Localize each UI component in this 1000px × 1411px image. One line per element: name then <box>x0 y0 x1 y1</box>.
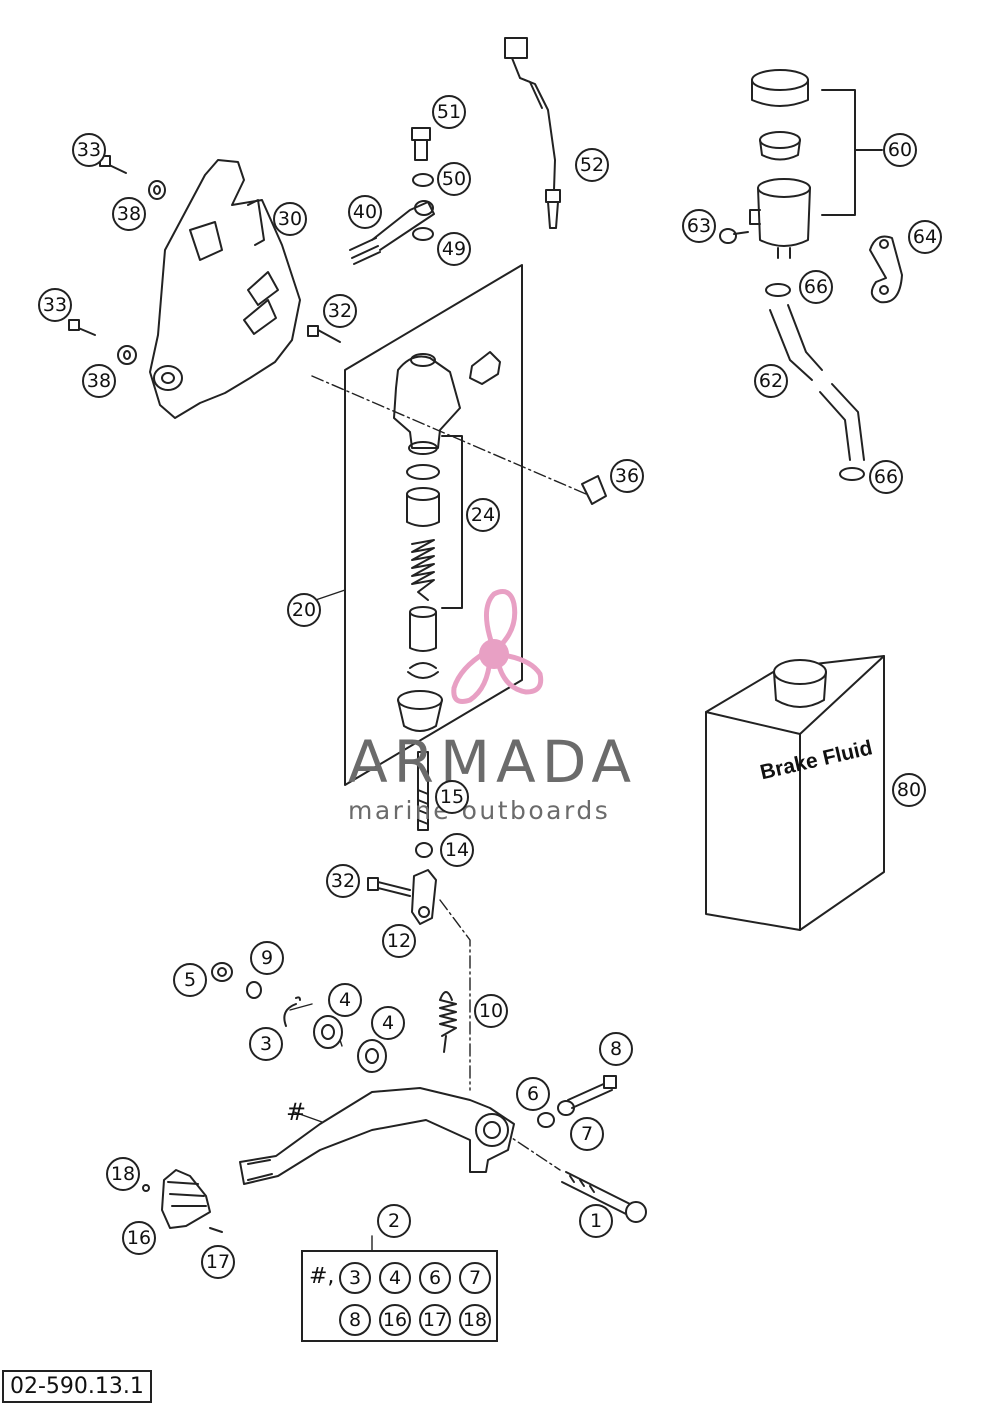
callout-62: 62 <box>754 364 788 398</box>
kit-item: 4 <box>379 1262 411 1294</box>
drawing-code: 02-590.13.1 <box>2 1370 152 1403</box>
callout-52: 52 <box>575 148 609 182</box>
callout-24: 24 <box>466 498 500 532</box>
hose-62 <box>765 283 865 481</box>
callout-16: 16 <box>122 1221 156 1255</box>
brake-pedal-lever <box>239 1087 515 1185</box>
bearing-4a <box>313 1015 343 1049</box>
washer-38-lower <box>117 345 137 365</box>
circlip <box>407 662 439 679</box>
callout-5: 5 <box>173 963 207 997</box>
clevis-12 <box>411 869 437 925</box>
callout-20: 20 <box>287 593 321 627</box>
callout-38-lower: 38 <box>82 364 116 398</box>
washer-38-upper <box>148 180 166 200</box>
callout-32-upper: 32 <box>323 294 357 328</box>
callout-9: 9 <box>250 941 284 975</box>
callout-3: 3 <box>249 1027 283 1061</box>
bolt-63 <box>719 228 749 244</box>
callout-15: 15 <box>435 780 469 814</box>
bolt-1 <box>561 1171 647 1223</box>
callout-63: 63 <box>682 209 716 243</box>
kit-item: 6 <box>419 1262 451 1294</box>
lever-mark: # <box>286 1098 307 1126</box>
kit-contents-box: #, 3 4 6 7 8 16 17 18 <box>301 1250 498 1342</box>
callout-33-upper: 33 <box>72 133 106 167</box>
pedal-step <box>161 1169 211 1229</box>
watermark-tagline: marine outboards <box>348 796 611 825</box>
callout-36: 36 <box>610 459 644 493</box>
bolt-32-upper <box>307 325 341 343</box>
seal-ring <box>406 464 440 480</box>
nut-14 <box>415 842 433 858</box>
callout-7: 7 <box>570 1117 604 1151</box>
boot <box>397 690 443 732</box>
bolt-32-lower <box>367 877 411 897</box>
callout-17: 17 <box>201 1245 235 1279</box>
banjo-fitting <box>349 127 435 265</box>
callout-18: 18 <box>106 1157 140 1191</box>
callout-60: 60 <box>883 133 917 167</box>
callout-50: 50 <box>437 162 471 196</box>
frame-guard-part <box>149 159 301 419</box>
return-spring <box>439 991 457 1053</box>
kit-item: 8 <box>339 1304 371 1336</box>
bolt-33-lower <box>68 319 96 336</box>
callout-49: 49 <box>437 232 471 266</box>
nut-36 <box>581 475 607 505</box>
piston <box>409 606 437 652</box>
kit-item: 18 <box>459 1304 491 1336</box>
bolt-8 <box>567 1075 617 1109</box>
brake-fluid-can <box>705 655 885 931</box>
spring <box>411 539 435 601</box>
washer-9 <box>246 981 262 999</box>
callout-51: 51 <box>432 95 466 129</box>
callout-80: 80 <box>892 773 926 807</box>
push-rod <box>417 751 429 831</box>
master-cylinder-kit-box <box>344 264 523 786</box>
callout-38-upper: 38 <box>112 197 146 231</box>
callout-10: 10 <box>474 994 508 1028</box>
callout-6: 6 <box>516 1077 550 1111</box>
master-cylinder-body <box>393 351 501 455</box>
callout-8: 8 <box>599 1032 633 1066</box>
watermark-brand-name: ARMADA <box>348 728 638 796</box>
kit-prefix: #, <box>309 1264 335 1289</box>
callout-4-lower: 4 <box>371 1006 405 1040</box>
callout-64: 64 <box>908 220 942 254</box>
callout-4-upper: 4 <box>328 983 362 1017</box>
callout-66-upper: 66 <box>799 270 833 304</box>
bracket-64 <box>869 235 903 304</box>
washer-6 <box>537 1112 555 1128</box>
fluid-reservoir <box>749 69 883 259</box>
kit-item: 17 <box>419 1304 451 1336</box>
callout-30: 30 <box>273 202 307 236</box>
kit-item: 3 <box>339 1262 371 1294</box>
piston-sleeve <box>406 487 440 527</box>
callout-12: 12 <box>382 924 416 958</box>
nut-5 <box>211 962 233 982</box>
pin-17 <box>209 1227 223 1233</box>
callout-2: 2 <box>377 1204 411 1238</box>
bolt-33-upper <box>99 155 127 174</box>
callout-14: 14 <box>440 833 474 867</box>
circlip-3 <box>283 996 301 1027</box>
ball-18 <box>142 1184 150 1192</box>
callout-1: 1 <box>579 1204 613 1238</box>
kit-item: 16 <box>379 1304 411 1336</box>
brake-light-switch <box>504 37 561 229</box>
watermark-propeller-logo <box>451 589 544 704</box>
callout-66-lower: 66 <box>869 460 903 494</box>
bearing-4b <box>357 1039 387 1073</box>
callout-32-lower: 32 <box>326 864 360 898</box>
callout-33-lower: 33 <box>38 288 72 322</box>
kit-item: 7 <box>459 1262 491 1294</box>
callout-40: 40 <box>348 195 382 229</box>
